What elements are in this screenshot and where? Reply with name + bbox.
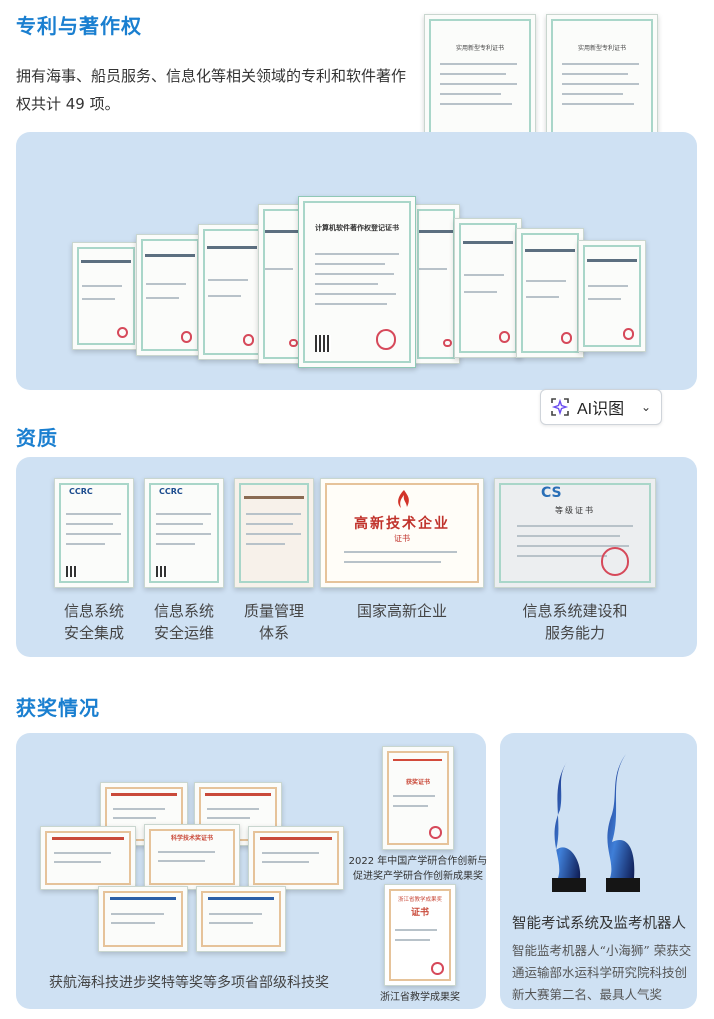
red-seal-icon [375,329,397,350]
patents-title: 专利与著作权 [16,14,142,38]
software-copyright-certificate [136,234,204,356]
qualification-caption-quality: 质量管理体系 [243,602,304,642]
science-award-caption: 获航海科技进步奖特等奖等多项省部级科技奖 [49,975,329,991]
high-tech-enterprise-certificate: 高新技术企业 证书 [320,478,484,588]
ai-sparkle-icon [551,398,569,416]
trophy-panel [500,733,697,1009]
ccrc-certificate-integration: CCRC [54,478,134,588]
zhejiang-teaching-award-certificate: 浙江省教学成果奖 证书 [384,884,456,986]
cs-level-certificate: CS 等级证书 [494,478,656,588]
software-copyright-certificate-main: 计算机软件著作权登记证书 [298,196,416,368]
qualification-caption-operation: 信息系统安全运维 [153,602,214,642]
innovation-award-caption: 2022 年中国产学研合作创新与促进奖产学研合作创新成果奖 [348,856,488,882]
qualifications-title: 资质 [16,426,58,450]
zhejiang-award-caption: 浙江省教学成果奖 [380,992,460,1003]
chevron-down-icon[interactable]: ⌄ [640,400,651,414]
ai-button-label: AI识图 [577,401,625,418]
awards-title: 获奖情况 [16,696,100,720]
patents-intro: 拥有海事、船员服务、信息化等相关领域的专利和软件著作权共计 49 项。 [16,67,407,113]
qr-code-icon [315,335,332,352]
software-copyright-certificate [198,224,266,360]
qualification-caption-integration: 信息系统安全集成 [63,602,124,642]
trophy-title: 智能考试系统及监考机器人 [512,916,686,932]
flame-emblem-icon [398,490,409,508]
qualification-caption-hitech: 国家高新企业 [356,602,447,620]
qualification-caption-cs: 信息系统建设和服务能力 [522,602,628,642]
trophy-description: 智能监考机器人“小海狮” 荣获交通运输部水运科学研究院科技创新大赛第二名、最具人… [512,943,692,1002]
trophy-icon [552,754,640,892]
qr-code-icon [155,566,167,578]
quality-management-certificate [234,478,314,588]
ccrc-certificate-operation: CCRC [144,478,224,588]
science-award-certificate: 科学技术奖证书 [144,824,240,890]
software-copyright-certificate [454,218,522,358]
software-copyright-certificate [72,242,140,350]
software-copyright-certificate [516,228,584,358]
software-copyright-certificate [412,204,460,364]
qr-code-icon [65,566,77,578]
software-copyright-certificate [578,240,646,352]
ai-image-recognition-button[interactable]: AI识图 ⌄ [540,389,662,425]
innovation-award-certificate: 获奖证书 [382,746,454,850]
